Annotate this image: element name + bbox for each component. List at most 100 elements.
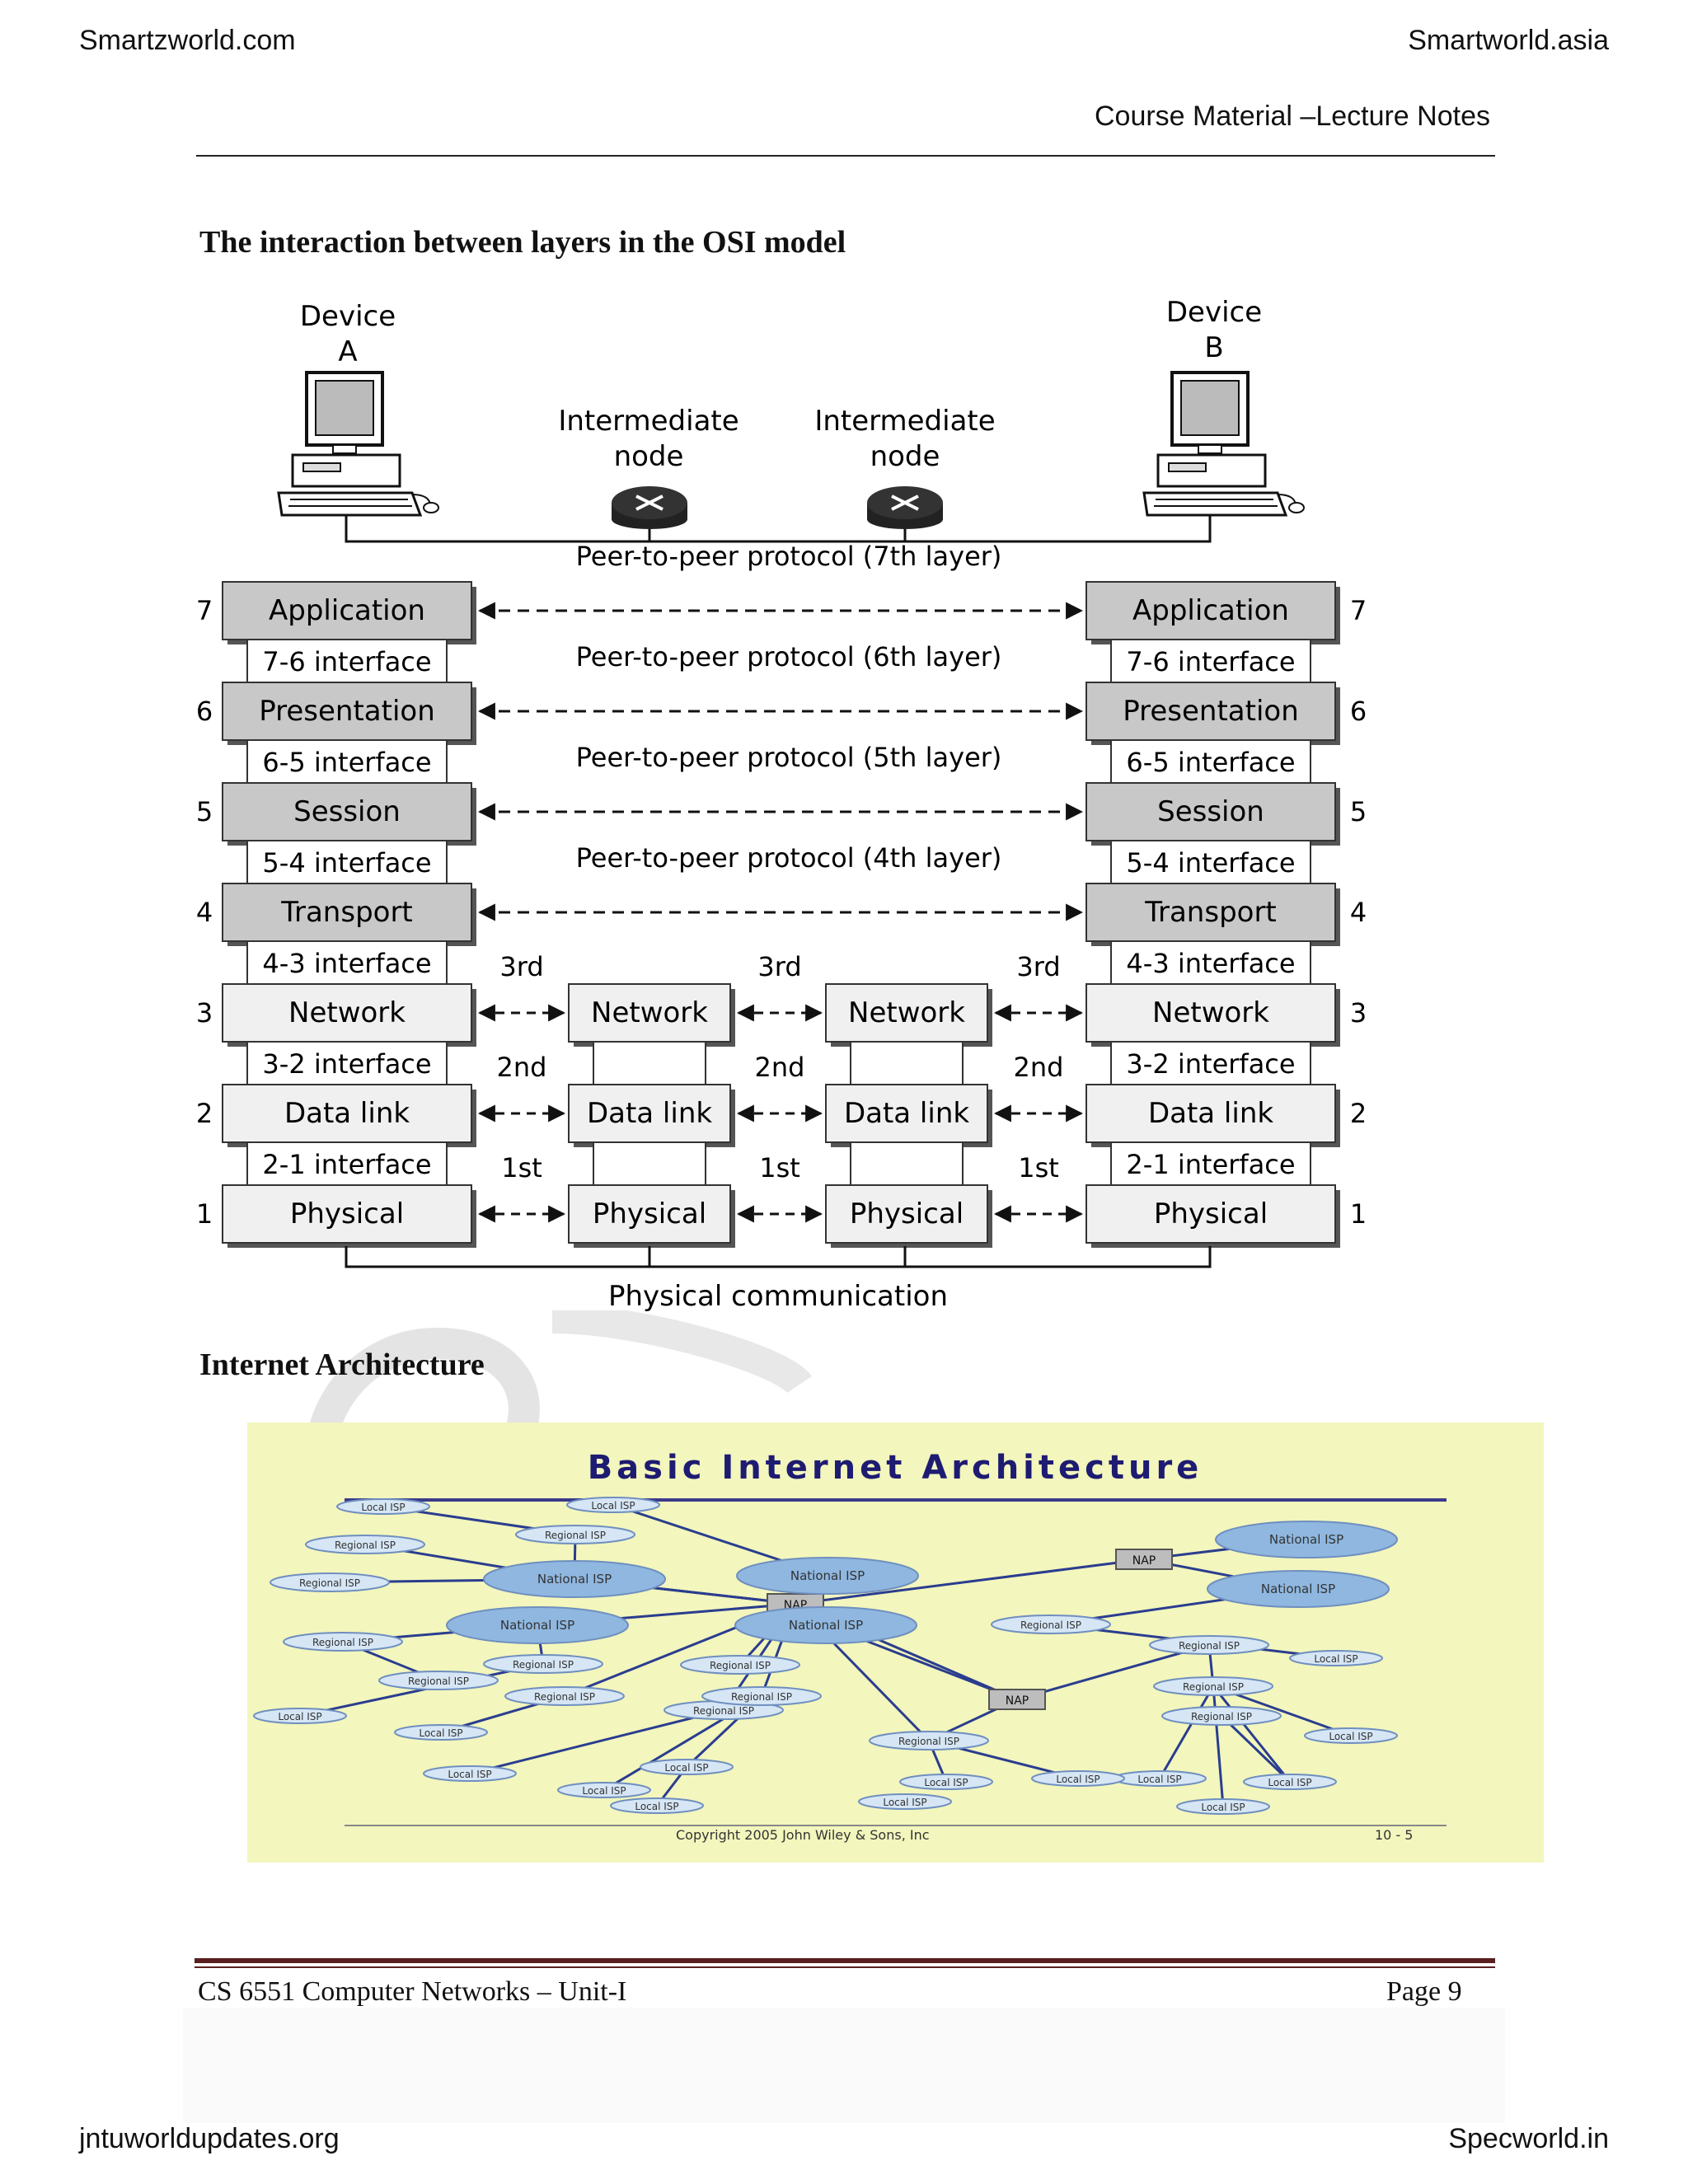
intermediate-layer-name: Physical [593, 1197, 706, 1230]
interface-label: 4-3 interface [1126, 948, 1295, 979]
peer-protocol-label: Peer-to-peer protocol (4th layer) [576, 842, 1002, 874]
slide-number: 10 - 5 [1375, 1827, 1413, 1843]
network-link [1220, 1714, 1292, 1783]
layer-number: 4 [196, 897, 213, 928]
interface-box [1110, 1141, 1311, 1186]
national-isp-node: National ISP [734, 1606, 917, 1644]
svg-text:Local ISP: Local ISP [361, 1502, 405, 1513]
intermediate-layer-box [825, 1184, 988, 1244]
intermediate-interface-box [593, 1041, 706, 1085]
router-2-icon [867, 486, 943, 529]
regional-isp-node: Regional ISP [1153, 1676, 1273, 1696]
layer-name: Application [1132, 594, 1289, 627]
layer-name: Physical [290, 1197, 404, 1230]
svg-text:Local ISP: Local ISP [419, 1727, 462, 1739]
svg-text:Regional ISP: Regional ISP [299, 1577, 360, 1589]
slide-footer-rule [345, 1825, 1447, 1826]
svg-text:National ISP: National ISP [1261, 1582, 1335, 1596]
regional-isp-node: Regional ISP [680, 1655, 800, 1675]
svg-text:Regional ISP: Regional ISP [1183, 1681, 1244, 1693]
intermediate-node-1-line1: Intermediate [558, 405, 738, 438]
interface-label: 7-6 interface [262, 646, 431, 677]
national-isp-node: National ISP [483, 1560, 666, 1598]
slide-copyright: Copyright 2005 John Wiley & Sons, Inc [676, 1827, 930, 1843]
layer-number: 4 [1350, 897, 1367, 928]
svg-text:Regional ISP: Regional ISP [534, 1691, 595, 1703]
network-link [1158, 1685, 1215, 1779]
regional-isp-node: Regional ISP [270, 1572, 390, 1592]
regional-isp-node: Regional ISP [283, 1632, 403, 1652]
layer-number: 7 [196, 595, 213, 626]
national-isp-node: National ISP [1207, 1570, 1390, 1608]
svg-text:Regional ISP: Regional ISP [545, 1530, 606, 1541]
svg-text:Regional ISP: Regional ISP [335, 1540, 396, 1551]
svg-text:Regional ISP: Regional ISP [1020, 1619, 1081, 1631]
interface-box [1110, 639, 1311, 683]
svg-text:Local ISP: Local ISP [1314, 1653, 1357, 1665]
svg-text:National ISP: National ISP [790, 1568, 865, 1583]
layer-box [222, 682, 472, 741]
intermediate-layer-box [568, 983, 731, 1043]
layer-box [222, 1184, 472, 1244]
top-left-watermark: Smartzworld.com [79, 25, 296, 56]
local-isp-node: Local ISP [1113, 1770, 1207, 1787]
slide-background [247, 1422, 1544, 1863]
interface-label: 6-5 interface [262, 747, 431, 778]
intermediate-layer-name: Network [591, 996, 708, 1029]
national-isp-node: National ISP [1215, 1521, 1398, 1558]
layer-box [1085, 782, 1336, 841]
interface-box [246, 940, 448, 985]
local-isp-node: Local ISP [336, 1498, 430, 1515]
layer-name: Session [293, 795, 401, 828]
footer-course: CS 6551 Computer Networks – Unit-I [198, 1976, 627, 2007]
layer-number: 3 [1350, 997, 1367, 1029]
header-course-material: Course Material –Lecture Notes [1094, 101, 1490, 132]
intermediate-node-2-line1: Intermediate [814, 405, 995, 438]
computer-b-icon [1142, 371, 1305, 517]
hop-label: 1st [1018, 1152, 1059, 1183]
physical-link-line [345, 1246, 1212, 1268]
layer-number: 2 [1350, 1098, 1367, 1129]
osi-interaction-diagram: Device A Device B Intermediate node Inte… [196, 296, 1367, 1313]
local-isp-node: Local ISP [1031, 1770, 1125, 1787]
hop-label: 2nd [755, 1052, 805, 1083]
regional-isp-node: Regional ISP [991, 1615, 1111, 1634]
local-isp-node: Local ISP [557, 1782, 651, 1798]
svg-text:Local ISP: Local ISP [1056, 1774, 1100, 1785]
intermediate-interface-box [593, 1141, 706, 1186]
layer-number: 5 [1350, 796, 1367, 827]
svg-text:National ISP: National ISP [789, 1618, 863, 1633]
regional-isp-node: Regional ISP [483, 1654, 603, 1674]
interface-label: 7-6 interface [1126, 646, 1295, 677]
device-b-label-line1: Device [1166, 296, 1262, 329]
layer-number: 1 [196, 1198, 213, 1230]
network-link-line [345, 515, 1212, 543]
svg-text:Regional ISP: Regional ISP [312, 1637, 373, 1648]
router-1-icon [612, 486, 687, 529]
layer-box [1085, 1084, 1336, 1143]
layer-number: 6 [1350, 696, 1367, 727]
regional-isp-node: Regional ISP [1161, 1706, 1282, 1726]
local-isp-node: Local ISP [899, 1774, 993, 1790]
footer-rule-thin [195, 1966, 1495, 1968]
layer-name: Transport [1144, 896, 1277, 929]
layer-number: 5 [196, 796, 213, 827]
svg-text:Local ISP: Local ISP [1201, 1802, 1245, 1813]
svg-text:Local ISP: Local ISP [1268, 1777, 1311, 1788]
layer-name: Data link [1148, 1097, 1273, 1130]
national-isp-node: National ISP [736, 1557, 919, 1595]
interface-label: 5-4 interface [1126, 847, 1295, 879]
layer-name: Network [288, 996, 406, 1029]
interface-label: 2-1 interface [1126, 1149, 1295, 1180]
peer-protocol-label: Peer-to-peer protocol (5th layer) [576, 742, 1002, 773]
layer-name: Presentation [1123, 695, 1299, 728]
local-isp-node: Local ISP [1304, 1727, 1398, 1744]
hop-label: 3rd [757, 951, 801, 982]
peer-protocol-label: Peer-to-peer protocol (6th layer) [576, 641, 1002, 673]
local-isp-node: Local ISP [394, 1724, 488, 1741]
local-isp-node: Local ISP [610, 1797, 704, 1814]
local-isp-node: Local ISP [1289, 1650, 1383, 1666]
svg-text:Regional ISP: Regional ISP [1179, 1640, 1240, 1652]
intermediate-layer-name: Physical [850, 1197, 964, 1230]
